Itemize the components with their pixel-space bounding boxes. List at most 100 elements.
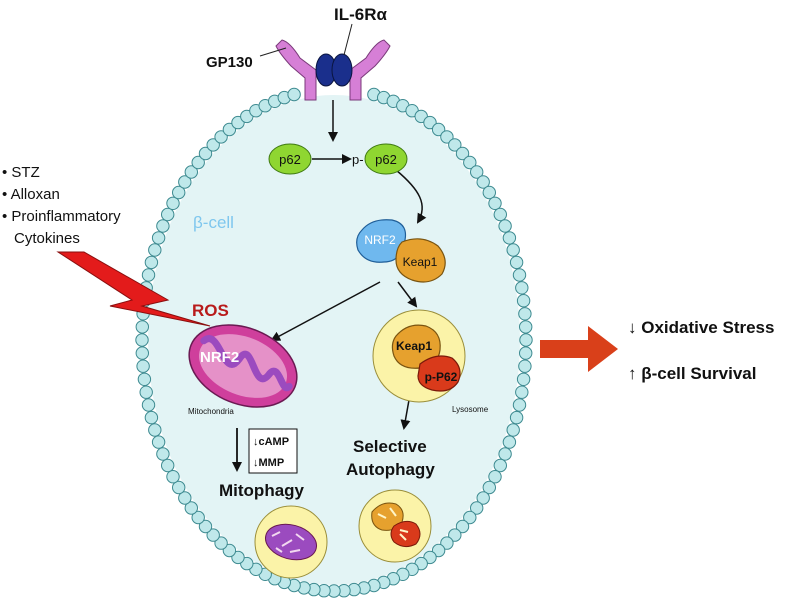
membrane-bead [151,231,166,245]
membrane-bead [512,398,527,412]
membrane-bead [509,410,524,425]
mitophagy-vesicle [254,505,328,579]
membrane-bead [135,320,150,334]
p62-label: p62 [279,152,301,167]
lysosome-pp62-label: p-P62 [425,370,458,384]
membrane-bead [198,519,213,534]
outcome-arrow [540,326,618,372]
membrane-bead [518,359,532,373]
mmp-decrease-label: ↓MMP [253,457,284,469]
membrane-bead [184,165,199,179]
il6r-label: IL-6Rα [334,5,388,24]
membrane-bead [515,385,529,399]
membrane-bead [166,196,180,211]
stimulus-alloxan: • Alloxan [2,186,60,203]
autophagy-vesicle [358,489,432,563]
membrane-bead [502,231,517,245]
membrane-bead [502,435,517,449]
membrane-bead [191,155,205,170]
membrane-bead [172,185,186,200]
lysosome-pp62-shape [417,355,461,392]
membrane-bead [198,146,213,161]
il6-receptor-complex: IL-6Rα GP130 [206,5,391,101]
membrane-bead [135,346,150,360]
stimulus-stz: • STZ [2,164,40,181]
membrane-bead [431,122,446,137]
membrane-bead [144,410,159,425]
ros-lightning-bolt [56,251,211,327]
membrane-bead [141,268,156,282]
phospho-prefix: p- [352,152,364,167]
keap1-complex-label: Keap1 [403,255,438,269]
membrane-bead [148,243,162,257]
complex-to-mito-arrow [270,281,381,341]
membrane-bead [178,491,192,505]
selective-label: Selective [353,437,427,456]
membrane-bead [488,470,502,484]
mito-nrf2-label: NRF2 [200,349,239,366]
keap1-shape [395,238,446,283]
membrane-bead [515,281,529,295]
membrane-bead [488,196,502,211]
membrane-bead [516,372,531,386]
mitophagy-label: Mitophagy [219,481,305,500]
membrane-bead [156,219,170,233]
autophagy-label: Autophagy [346,460,435,479]
mito-effects-box: ↓cAMP ↓MMP [248,428,298,474]
membrane-bead [148,423,162,437]
membrane-bead [506,243,520,257]
p62-circle [268,143,312,175]
autophagy-fragments [377,507,409,541]
stimulus-proinflammatory: • Proinflammatory [2,208,121,225]
membrane-bead [287,87,301,102]
membrane-bead [222,543,237,558]
ros-label: ROS [192,301,229,320]
membrane-bead [166,470,180,484]
membrane-bead [482,480,496,495]
outcome-beta-cell-survival: ↑ β-cell Survival [628,364,757,383]
complex-to-lysosome-arrow [397,281,418,308]
membrane-bead [440,130,454,144]
membrane-bead [206,138,220,152]
cell-membrane [135,87,533,598]
stimuli-list: • STZ • Alloxan • Proinflammatory Cytoki… [2,164,121,247]
lysosome-to-autophagy-arrow [400,399,411,430]
membrane-bead [206,528,220,542]
membrane-bead [214,130,228,144]
membrane-bead [493,458,507,473]
membrane-bead [178,175,192,189]
receptor-core-right [331,53,353,87]
membrane-bead [440,536,454,550]
membrane-bead [482,185,496,200]
p62-phospho-circle [364,143,408,175]
membrane-bead [448,138,462,152]
p62-node: p62 [268,143,312,175]
membrane-bead [506,423,520,437]
gp130-arm-right [349,39,391,101]
mitochondrion: NRF2 [188,324,298,408]
membrane-bead [509,255,524,270]
membrane-bead [144,255,159,270]
membrane-bead [519,333,533,347]
membrane-bead [214,536,228,550]
membrane-bead [493,207,507,222]
il6r-leader-line [343,23,353,56]
membrane-bead [156,447,170,461]
mito-cristae [200,335,293,392]
membrane-bead [476,175,490,189]
membrane-bead [476,491,490,505]
lysosome: Keap1 p-P62 [372,309,466,403]
mito-effects-frame [248,428,298,474]
p62-phospho-label: p62 [375,152,397,167]
membrane-bead [516,294,531,308]
mitochondria-caption: Mitochondria [188,407,234,416]
membrane-bead [135,333,149,347]
membrane-bead [139,385,153,399]
membrane-bead [498,447,512,461]
membrane-bead [448,528,462,542]
membrane-bead [470,501,484,515]
gp130-label: GP130 [206,54,253,71]
gp130-arm-left [275,39,317,101]
mitophagy-fragments [271,531,305,553]
